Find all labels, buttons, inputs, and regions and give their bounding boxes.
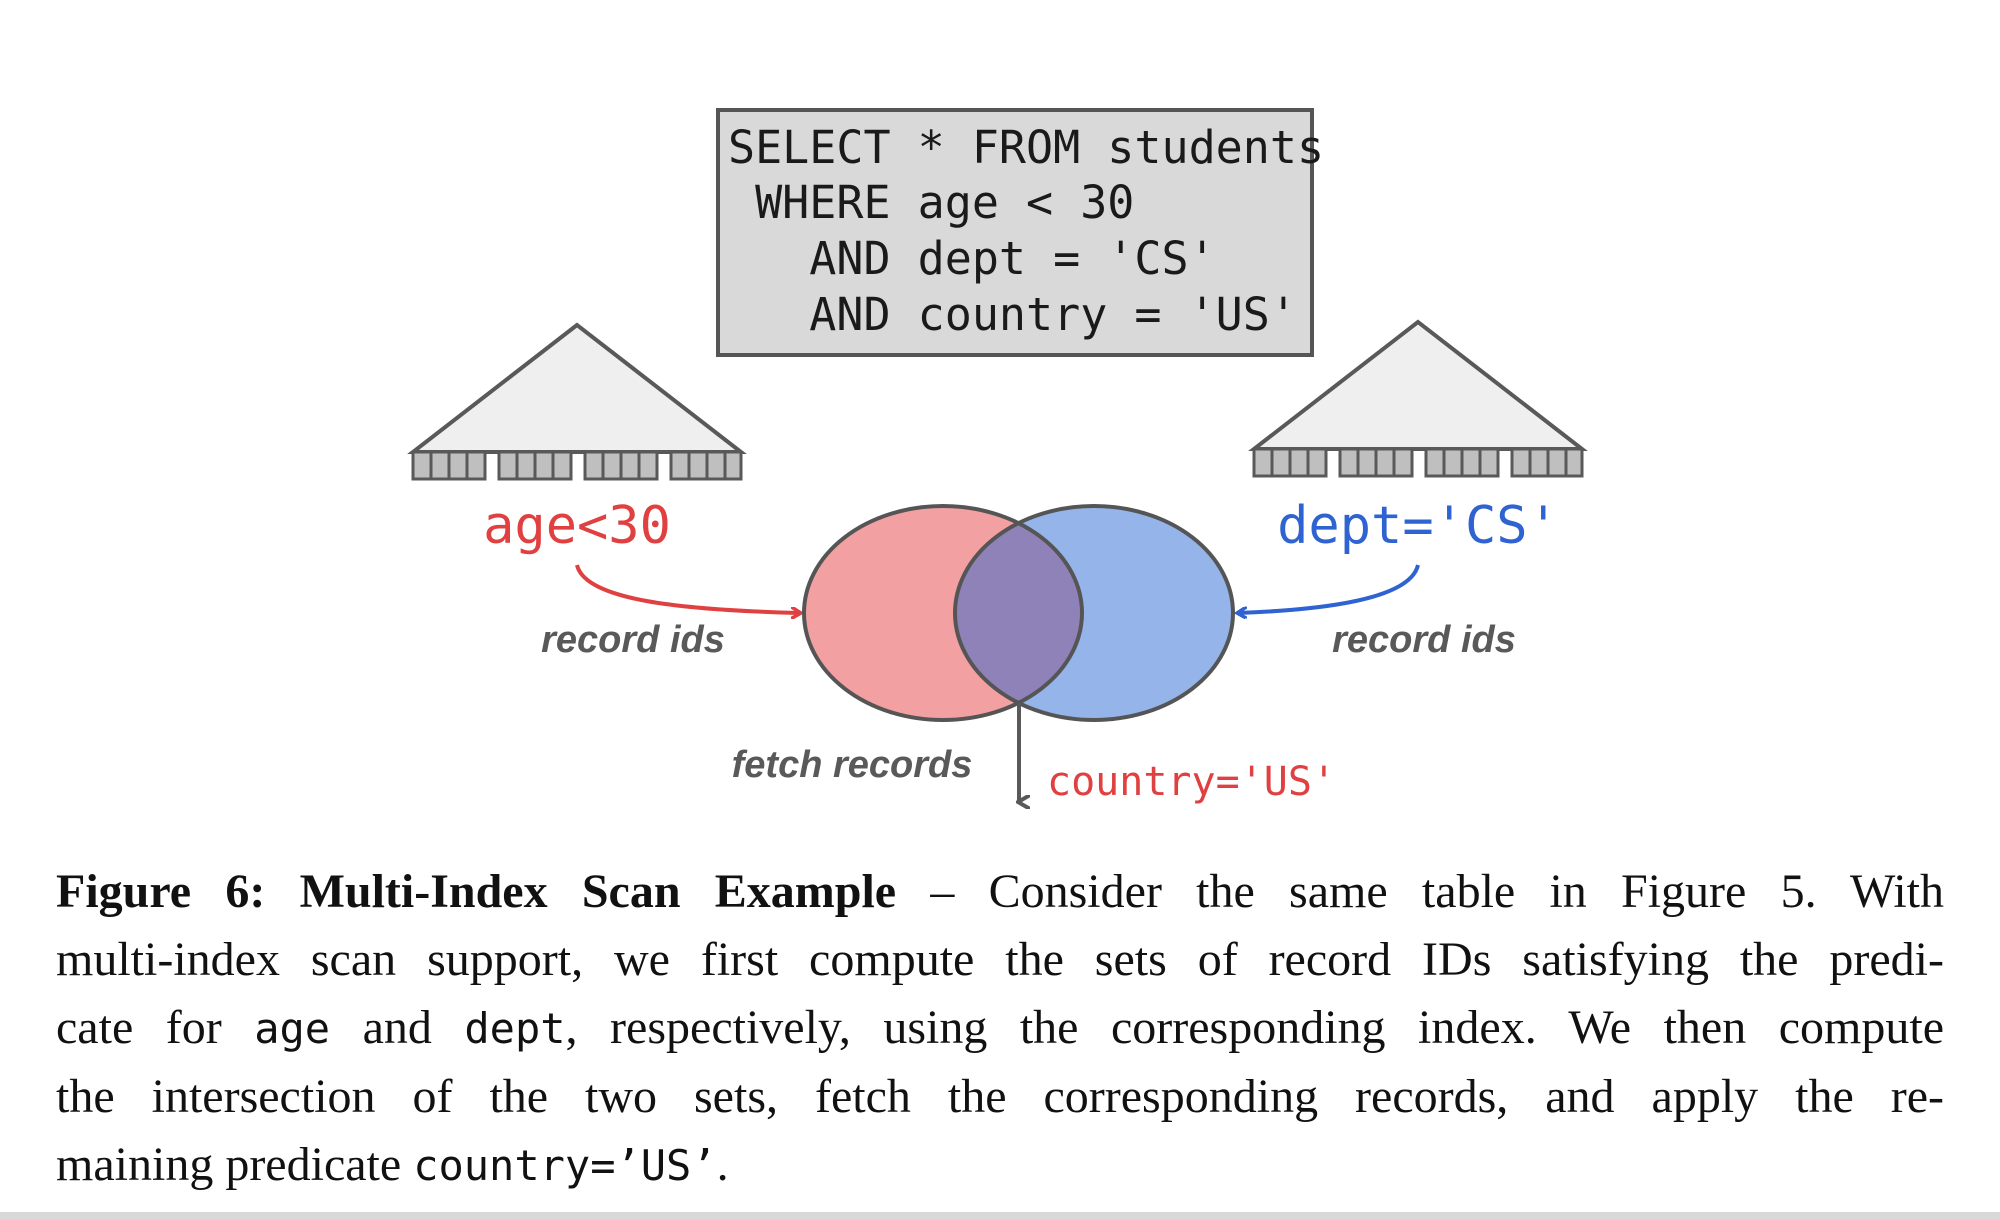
country-predicate-label: country='US': [1047, 759, 1336, 805]
caption-line-5: maining predicate country=’US’.: [56, 1138, 729, 1191]
caption-line-1: Figure 6: Multi-Index Scan Example – Con…: [56, 865, 1945, 918]
code-age: age: [254, 1004, 331, 1053]
fetch-records-label: fetch records: [732, 744, 973, 786]
sql-query-box: SELECT * FROM students WHERE age < 30 AN…: [716, 108, 1324, 357]
sql-line-3: AND dept = 'CS': [728, 232, 1216, 285]
left-record-ids-arrow: [575, 564, 800, 613]
left-index-tree-icon: [407, 322, 747, 481]
caption-line-2: multi-index scan support, we first compu…: [56, 933, 1944, 986]
code-dept: dept: [464, 1004, 566, 1053]
venn-diagram: [802, 504, 1235, 722]
right-leaf-nodes: [1252, 447, 1584, 478]
right-index-tree-icon: [1248, 319, 1588, 478]
right-record-ids-label: record ids: [1332, 619, 1516, 661]
left-record-ids-label: record ids: [541, 619, 725, 661]
left-predicate-label: age<30: [483, 496, 671, 556]
multi-index-scan-diagram: SELECT * FROM students WHERE age < 30 AN…: [407, 108, 1588, 840]
left-leaf-nodes: [411, 450, 743, 481]
caption-line-3: cate for age and dept, respectively, usi…: [56, 1001, 1945, 1054]
figure-title: Figure 6: Multi-Index Scan Example: [56, 865, 897, 918]
figure-caption: Figure 6: Multi-Index Scan Example – Con…: [56, 858, 1944, 1200]
right-record-ids-arrow: [1238, 564, 1420, 613]
sql-line-1: SELECT * FROM students: [728, 121, 1324, 174]
page-bottom-edge: [0, 1212, 2000, 1220]
code-country: country=’US’: [413, 1141, 717, 1190]
intersection-region: [955, 506, 1082, 720]
caption-line-4: the intersection of the two sets, fetch …: [56, 1070, 1944, 1123]
sql-line-4: AND country = 'US': [728, 288, 1297, 341]
sql-line-2: WHERE age < 30: [728, 176, 1134, 229]
right-predicate-label: dept='CS': [1277, 496, 1559, 556]
